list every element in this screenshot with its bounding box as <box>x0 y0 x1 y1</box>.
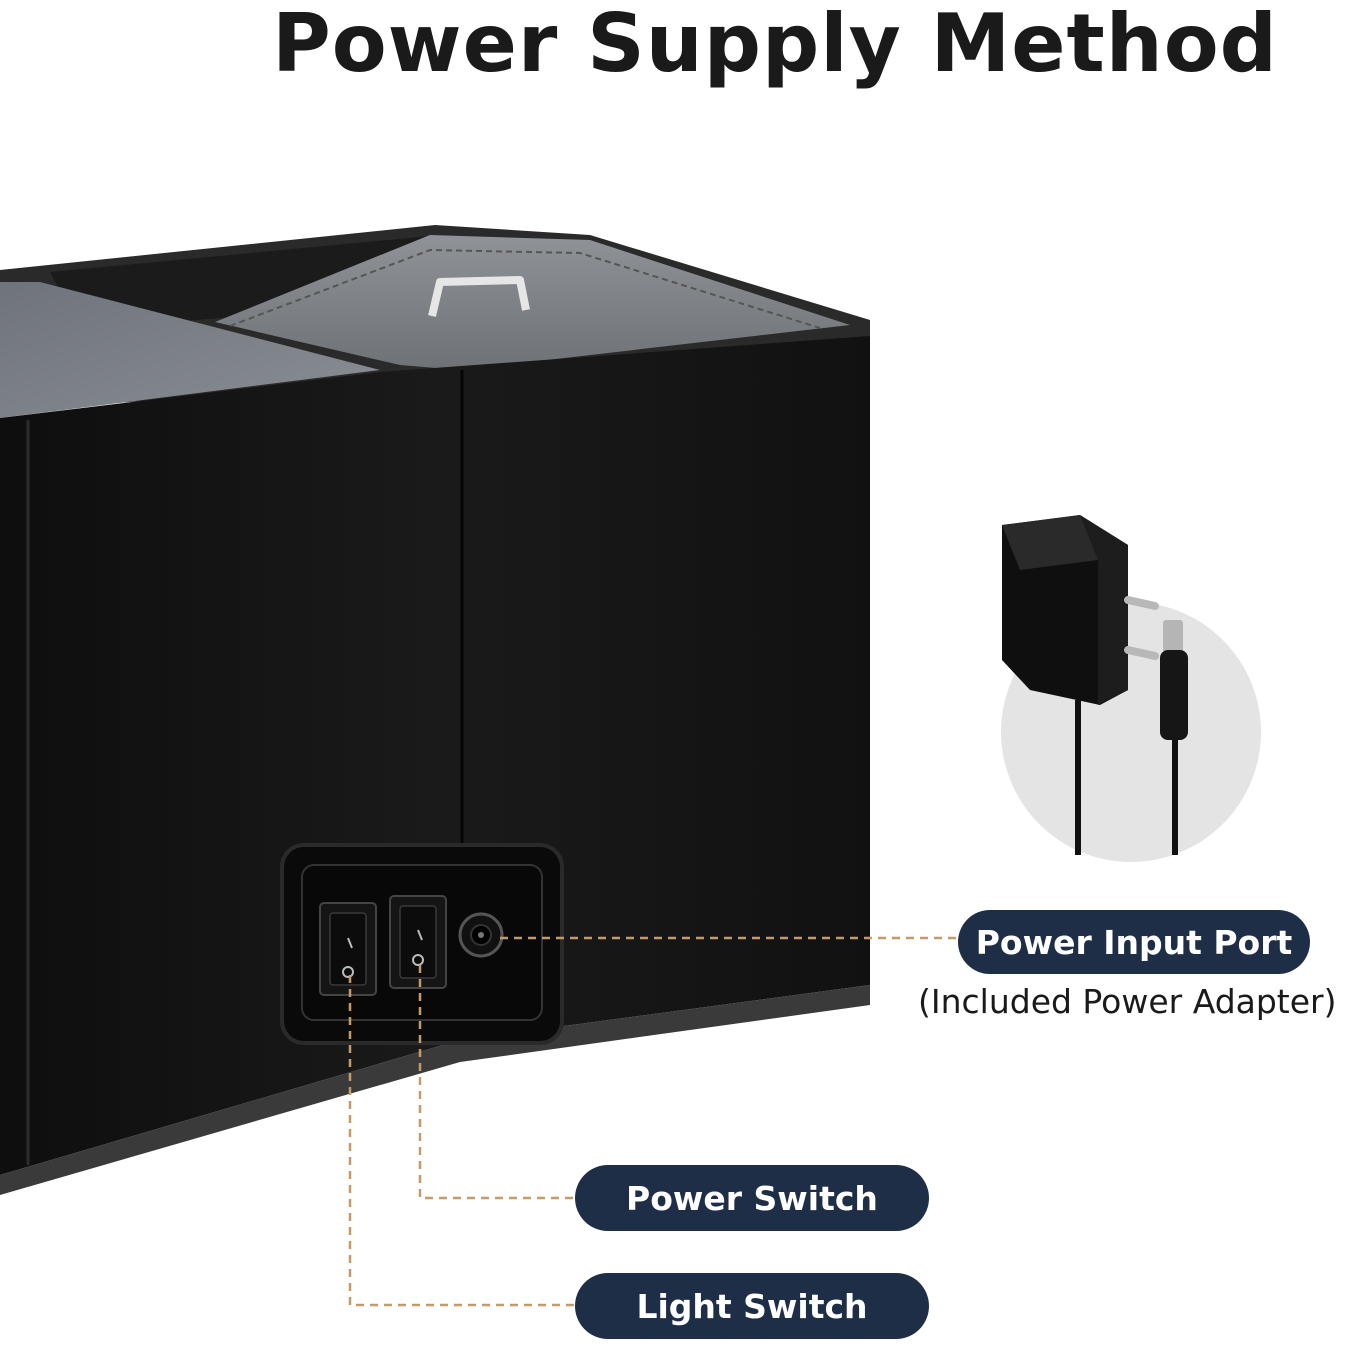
left-compartment <box>0 282 380 418</box>
storage-box <box>0 225 870 1195</box>
box-front-face <box>0 336 870 1175</box>
switch-panel <box>280 843 564 1045</box>
compartment-lid <box>215 235 850 370</box>
light-switch-label: Light Switch <box>575 1273 929 1339</box>
power-switch-label: Power Switch <box>575 1165 929 1231</box>
power-input-jack[interactable] <box>458 912 504 958</box>
light-switch-rocker[interactable] <box>319 902 377 996</box>
box-bottom-edge <box>0 985 870 1195</box>
leader-lines <box>348 936 960 1307</box>
page-title: Power Supply Method <box>272 0 1278 90</box>
power-switch-rocker[interactable] <box>389 895 447 989</box>
power-input-port-label: Power Input Port <box>958 910 1310 974</box>
power-adapter-icon <box>1001 515 1261 862</box>
lid-handle-icon <box>428 276 530 317</box>
power-adapter-note: (Included Power Adapter) <box>918 982 1337 1021</box>
